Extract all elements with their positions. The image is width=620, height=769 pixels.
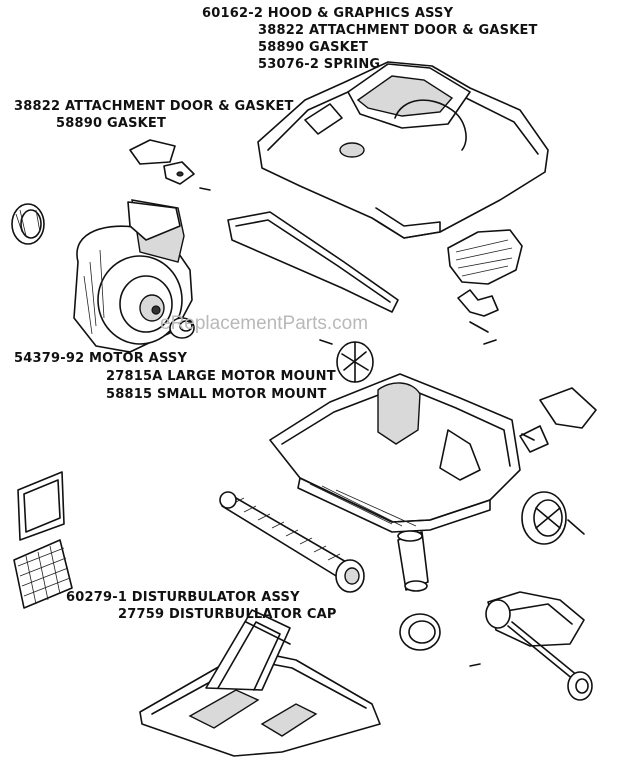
filter-screen-part [13,539,73,609]
fan-wheel-part [319,339,374,383]
rear-wheel-part [521,491,585,545]
height-adjust-part [521,387,597,441]
filter-part [17,471,65,541]
motor-ring-part [11,203,45,245]
hood-sub-label-1: 38822 ATTACHMENT DOOR & GASKET [258,23,538,38]
door-sub-label-1: 58890 GASKET [56,116,167,131]
bottom-plate-part [139,609,481,757]
bearing-ring-part [399,613,441,651]
disturbulator-part [219,491,365,593]
hood-part [257,61,549,239]
base-chassis-part [269,373,549,533]
fan-cover-part [447,229,523,345]
motor-assembly-part [73,199,195,353]
motor-sub-label-2: 58815 SMALL MOTOR MOUNT [106,387,327,402]
attachment-door-part [129,139,211,191]
hood-sub-label-2: 58890 GASKET [258,40,369,55]
motor-sub-label-1: 27815A LARGE MOTOR MOUNT [106,369,336,384]
disturbulator-label: 60279-1 DISTURBULATOR ASSY [66,590,300,605]
door-label: 38822 ATTACHMENT DOOR & GASKET [14,99,294,114]
belt-part [397,530,429,592]
hood-label: 60162-2 HOOD & GRAPHICS ASSY [202,6,454,21]
watermark: eReplacementParts.com [160,313,369,334]
axle-assembly-part [485,591,593,701]
hood-sub-label-3: 53076-2 SPRING [258,57,381,72]
bumper-part [227,211,399,313]
motor-label: 54379-92 MOTOR ASSY [14,351,188,366]
disturbulator-sub-label-1: 27759 DISTURBULLATOR CAP [118,607,337,622]
